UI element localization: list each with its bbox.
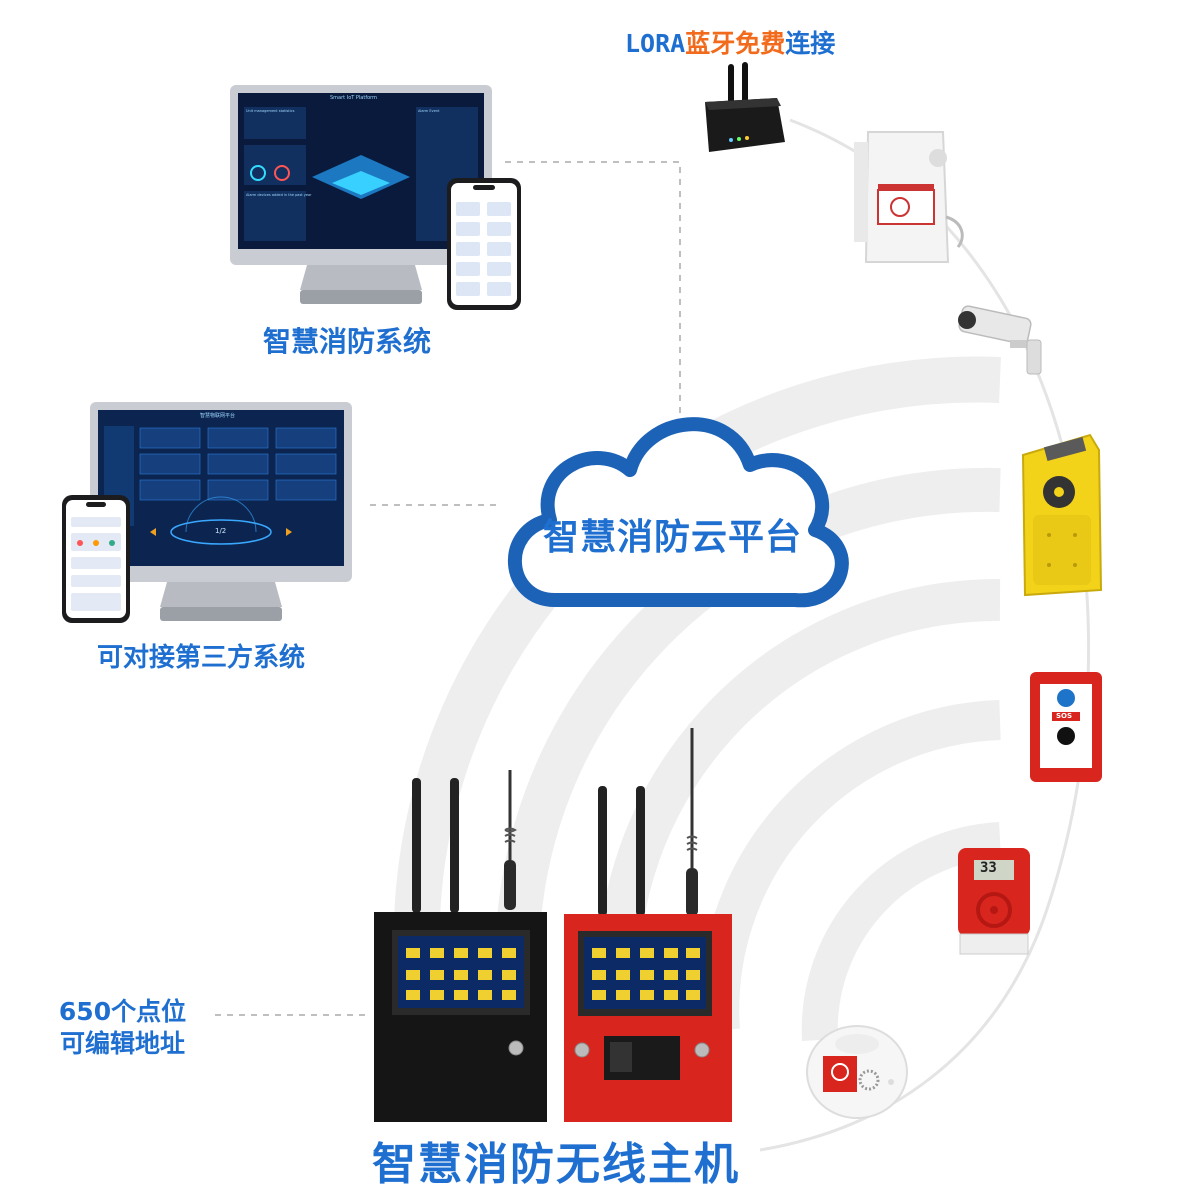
smartphone-app-1 (447, 178, 521, 310)
monitor2-page-indicator: 1/2 (215, 527, 227, 535)
temperature-device-body (958, 848, 1030, 955)
monitor1-panel-alarm-year: Alarm devices added in the past year (246, 193, 312, 197)
yellow-sound-light-device (1021, 433, 1103, 597)
monitor2-platform-title: 智慧物联网平台 (200, 413, 236, 419)
label-cloud-platform: 智慧消防云平台 (543, 517, 803, 558)
wireless-host-red (564, 728, 732, 1122)
lora-bluetooth: 蓝牙 (685, 29, 736, 58)
points-line-1: 650个点位 (58, 997, 187, 1026)
lora-gateway-device (705, 62, 785, 152)
lora-free: 免费 (735, 29, 786, 58)
lora-connect: 连接 (785, 29, 836, 58)
points-note: 650个点位 可编辑地址 (40, 996, 205, 1060)
sos-label: SOS (1056, 712, 1073, 720)
security-camera-device (958, 305, 1042, 375)
lora-prefix: LORA (625, 29, 686, 58)
monitor-smart-platform: Smart IoT Platform Unit management stati… (230, 85, 492, 310)
wireless-host-black (374, 770, 547, 1122)
label-smart-fire-system: 智慧消防系统 (263, 325, 432, 358)
smoke-detector-device (806, 1025, 908, 1119)
monitor1-platform-title: Smart IoT Platform (330, 95, 377, 101)
monitor1-panel-alarm-event: Alarm Event (418, 109, 440, 113)
cloud-icon (508, 417, 849, 608)
smartphone-app-2 (62, 495, 130, 623)
manual-alarm-body (1030, 672, 1102, 782)
monitor1-panel-unit-stats: Unit management statistics (246, 109, 295, 113)
label-third-party-system: 可对接第三方系统 (97, 643, 306, 673)
points-line-2: 可编辑地址 (59, 1029, 185, 1058)
lora-heading: LORA蓝牙免费连接 (625, 24, 835, 60)
main-title-wireless-host: 智慧消防无线主机 (372, 1139, 740, 1190)
manual-alarm-button-device: SOS (1030, 672, 1102, 782)
temperature-readout: 33 (980, 860, 997, 876)
gas-detector-device (854, 131, 964, 263)
temperature-alarm-device: 33 (958, 848, 1030, 956)
monitor-frame (230, 85, 492, 304)
